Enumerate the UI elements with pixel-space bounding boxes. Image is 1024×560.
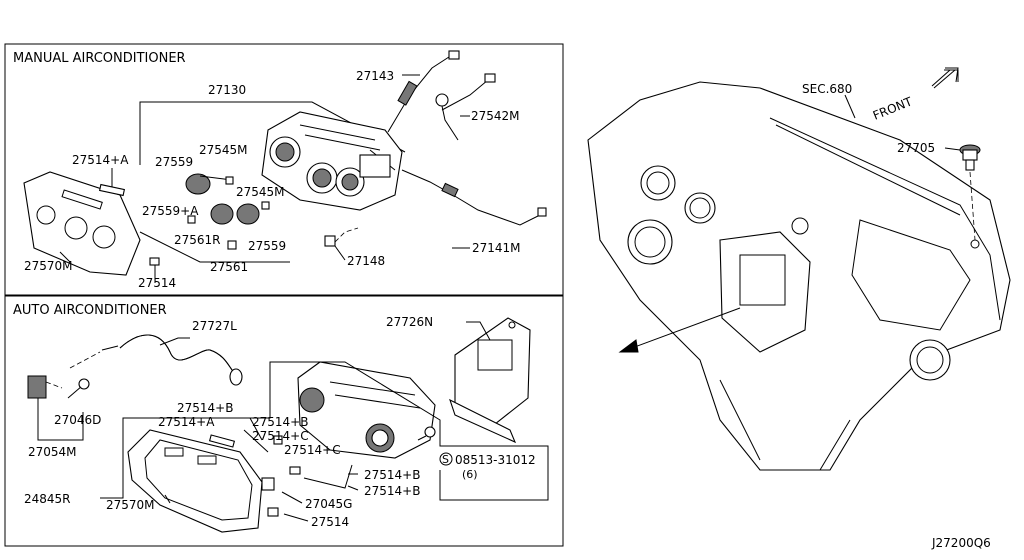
clip-27514C-2	[289, 466, 301, 475]
label-front: FRONT	[871, 94, 915, 123]
label-27148: 27148	[347, 254, 385, 268]
label-27514B-2: 27514+B	[252, 415, 308, 429]
leader-27045G	[281, 491, 303, 504]
sensor-27705	[959, 144, 981, 249]
bezel-27570M-manual	[23, 171, 141, 276]
manual-section-frame	[4, 43, 564, 296]
cable-27143	[387, 50, 460, 133]
screw-symbol-letter: S	[442, 453, 449, 466]
duct-27727L	[69, 334, 243, 386]
label-27054M: 27054M	[28, 445, 77, 459]
screw-08513	[417, 426, 436, 441]
screw-symbol-S: S	[439, 452, 453, 466]
label-27570M-manual: 27570M	[24, 259, 73, 273]
amplifier-27726N	[449, 317, 531, 444]
label-27045G: 27045G	[305, 497, 352, 511]
label-27514B-3: 27514+B	[364, 468, 420, 482]
label-27514B-4: 27514+B	[364, 484, 420, 498]
auto-section-frame	[4, 295, 564, 547]
label-27545M-upper: 27545M	[199, 143, 248, 157]
label-27726N: 27726N	[386, 315, 433, 329]
label-27727L: 27727L	[192, 319, 237, 333]
label-27514-auto: 27514	[311, 515, 349, 529]
label-27514C-2: 27514+C	[284, 443, 341, 457]
label-27514B-1: 27514+B	[177, 401, 233, 415]
label-27046D: 27046D	[54, 413, 101, 427]
bezel-27570M-auto	[127, 429, 263, 533]
part-27561R	[187, 215, 196, 224]
label-27570M-auto: 27570M	[106, 498, 155, 512]
knob-27559A	[210, 203, 234, 225]
bulb-27545M-upper	[225, 176, 234, 185]
strip-27514B-3	[303, 464, 353, 489]
label-sec680: SEC.680	[802, 82, 852, 96]
auto-section-title: AUTO AIRCONDITIONER	[13, 303, 167, 318]
leader-27130-lower	[139, 231, 290, 263]
leader-27054M-bracket	[37, 398, 84, 441]
label-27561R: 27561R	[174, 233, 221, 247]
label-27542M: 27542M	[471, 109, 520, 123]
part-27561	[227, 240, 237, 250]
sensor-27542M	[435, 73, 496, 141]
strip-27514A-manual	[98, 183, 126, 197]
leader-27727L	[159, 337, 190, 346]
label-27705: 27705	[897, 141, 935, 155]
cable-27141M	[401, 169, 547, 226]
label-27514A-auto: 27514+A	[158, 415, 215, 429]
clip-27514-auto	[267, 507, 279, 517]
bulb-27545M-lower	[261, 201, 270, 210]
label-27559-lower: 27559	[248, 239, 286, 253]
knob-27559-lower	[236, 203, 260, 225]
screw-27046D	[67, 378, 90, 399]
label-08513-31012: 08513-31012	[455, 453, 536, 467]
direction-arrow	[618, 307, 741, 353]
leader-27514-auto	[283, 513, 309, 522]
strip-27514B-1	[243, 429, 269, 453]
manual-control-unit	[261, 111, 403, 211]
leader-27514B-4	[347, 485, 359, 491]
leader-24845R-bracket	[100, 361, 549, 501]
label-27141M: 27141M	[472, 241, 521, 255]
label-27130: 27130	[208, 83, 246, 97]
diagram-id: J27200Q6	[931, 536, 991, 550]
leader-27570M-manual	[59, 251, 71, 263]
bracket-27045G	[261, 477, 275, 491]
label-27545M-lower: 27545M	[236, 185, 285, 199]
label-27514A-manual: 27514+A	[72, 153, 129, 167]
sensor-27054M	[27, 375, 63, 399]
clip-27148	[324, 227, 359, 247]
label-08513-quantity: (6)	[462, 468, 478, 481]
dashboard-illustration	[587, 81, 1011, 471]
leader-sec680	[844, 94, 856, 119]
leader-27570M-auto	[164, 494, 171, 504]
label-27143: 27143	[356, 69, 394, 83]
knob-27559-upper	[185, 173, 233, 195]
label-27514-manual: 27514	[138, 276, 176, 290]
leader-27705	[944, 147, 961, 151]
strip-27514A-auto	[208, 434, 236, 448]
leader-27148	[334, 245, 346, 261]
label-27559A: 27559+A	[142, 204, 199, 218]
strip-27514B-2	[249, 417, 263, 441]
label-27514C-1: 27514+C	[252, 429, 309, 443]
auto-control-unit	[297, 361, 436, 459]
label-24845R: 24845R	[24, 492, 71, 506]
front-arrow-icon	[931, 67, 959, 89]
label-27561: 27561	[210, 260, 248, 274]
clip-27514-manual	[149, 257, 160, 266]
leader-27726N	[466, 321, 491, 341]
manual-section-title: MANUAL AIRCONDITIONER	[13, 51, 186, 66]
clip-27514C-1	[273, 435, 283, 445]
label-27559-upper: 27559	[155, 155, 193, 169]
